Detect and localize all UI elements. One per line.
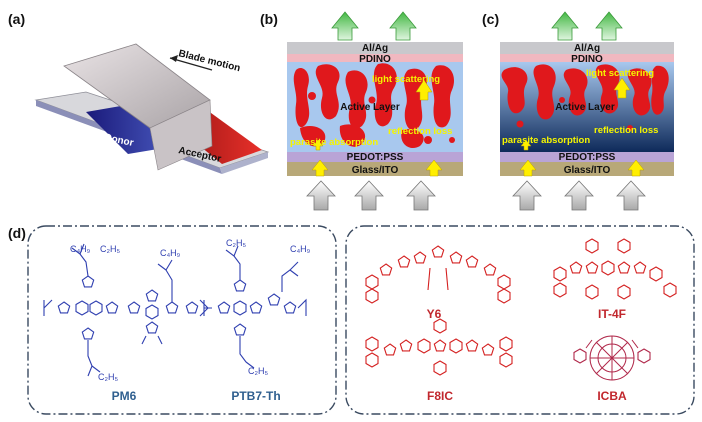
anno-light-scattering: light scattering	[372, 74, 440, 85]
layer-glass-ito-label: Glass/ITO	[564, 165, 611, 176]
panel-a: (a) Blade motion Donor Acceptor	[8, 11, 270, 174]
ptb7-th-structure	[203, 245, 307, 369]
panel-c: (c) Al/Ag PDINO Active Layer PEDOT:PSS G…	[482, 11, 674, 211]
yellow-arrow-icon	[519, 159, 537, 177]
acceptor-domains	[501, 64, 669, 131]
gray-arrow-icon	[512, 180, 542, 211]
yellow-arrow-icon	[627, 159, 645, 177]
layer-al-ag-label: Al/Ag	[362, 43, 388, 54]
yellow-arrow-icon	[312, 139, 324, 151]
green-arrow-icon	[551, 11, 579, 41]
svg-text:C₂H₅: C₂H₅	[248, 366, 268, 376]
anno-parasite-absorption: parasite absorption	[502, 135, 590, 146]
layer-glass-ito	[287, 162, 463, 176]
acceptor-name-it-4f: IT-4F	[598, 307, 626, 321]
svg-text:C₄H₉: C₄H₉	[160, 248, 181, 258]
layer-active-label: Active Layer	[555, 102, 615, 113]
anno-reflection-loss: reflection loss	[388, 126, 452, 137]
layer-al-ag	[287, 42, 463, 54]
blade-motion-arrow	[169, 57, 213, 71]
svg-text:C₂H₅: C₂H₅	[98, 372, 118, 382]
yellow-arrow-icon	[425, 159, 443, 177]
green-arrow-icon	[389, 11, 417, 41]
layer-pdino-label: PDINO	[359, 54, 391, 65]
yellow-arrow-icon	[415, 79, 433, 101]
panel-d-label: (d)	[8, 225, 26, 241]
svg-text:C₂H₅: C₂H₅	[226, 238, 246, 248]
blade-motion-label: Blade motion	[177, 48, 241, 74]
layer-glass-ito-label: Glass/ITO	[352, 165, 399, 176]
panel-a-label: (a)	[8, 11, 25, 27]
it-4f-structure	[553, 238, 677, 300]
acceptor-box	[345, 225, 695, 415]
panel-b: (b) Al/Ag	[260, 11, 463, 211]
acceptor-name-y6: Y6	[427, 307, 442, 321]
gray-arrow-icon	[616, 180, 646, 211]
svg-text:C₄H₉: C₄H₉	[70, 244, 91, 254]
layer-al-ag-label: Al/Ag	[574, 43, 600, 54]
layer-pdino	[287, 54, 463, 62]
acceptor-name-icba: ICBA	[597, 389, 627, 403]
layer-pdino-label: PDINO	[571, 54, 603, 65]
f8ic-structure	[365, 318, 513, 376]
acceptor-name-f8ic: F8IC	[427, 389, 453, 403]
layer-glass-ito	[500, 162, 674, 176]
layer-al-ag	[500, 42, 674, 54]
donor-box	[27, 225, 337, 415]
yellow-arrow-icon	[520, 139, 532, 151]
panel-c-label: (c)	[482, 11, 499, 27]
yellow-arrow-icon	[613, 77, 631, 99]
anno-light-scattering: light scattering	[586, 68, 654, 79]
anno-parasite-absorption: parasite absorption	[290, 137, 378, 148]
donor-name-ptb7-th: PTB7-Th	[231, 389, 280, 403]
gray-arrow-icon	[406, 180, 436, 211]
donor-name-pm6: PM6	[112, 389, 137, 403]
layer-active-label: Active Layer	[340, 102, 400, 113]
panel-d: (d) C₄H₉ C₂H₅ C₄H₉ C₂	[8, 225, 695, 415]
gray-arrow-icon	[306, 180, 336, 211]
anno-reflection-loss: reflection loss	[594, 125, 658, 136]
yellow-arrow-icon	[311, 159, 329, 177]
green-arrow-icon	[595, 11, 623, 41]
svg-text:C₂H₅: C₂H₅	[100, 244, 120, 254]
gray-arrow-icon	[354, 180, 384, 211]
gray-arrow-icon	[564, 180, 594, 211]
layer-pedot	[287, 152, 463, 162]
layer-pedot-label: PEDOT:PSS	[347, 152, 404, 163]
icba-structure	[573, 335, 651, 381]
layer-pedot	[500, 152, 674, 162]
layer-pdino	[500, 54, 674, 62]
layer-pedot-label: PEDOT:PSS	[559, 152, 616, 163]
green-arrow-icon	[331, 11, 359, 41]
panel-b-label: (b)	[260, 11, 278, 27]
pm6-structure	[43, 243, 209, 377]
svg-text:C₄H₉: C₄H₉	[290, 244, 311, 254]
y6-structure	[365, 245, 511, 304]
